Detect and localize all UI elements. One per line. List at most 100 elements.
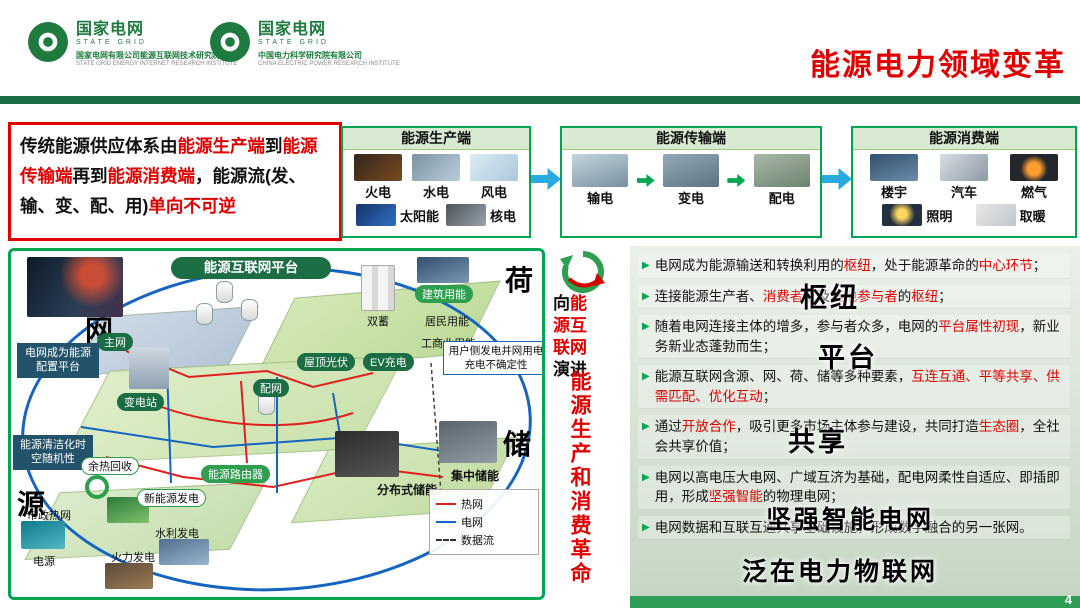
page-title: 能源电力领域变革 <box>810 49 1066 82</box>
bullet-item: ▶ 连接能源生产者、消费者以及其他参与者的枢纽； <box>638 284 1070 310</box>
flow-item-nuclear: 核电 <box>445 204 516 226</box>
flow-item-label: 变电 <box>677 191 704 206</box>
flow-item-label: 照明 <box>926 208 953 224</box>
state-grid-logo-icon <box>28 22 68 62</box>
flow-item-label: 汽车 <box>950 185 977 200</box>
platform-pill: 能源互联网平台 <box>171 257 331 279</box>
flow-item-lighting: 照明 <box>882 204 952 226</box>
keyword-overlay-ubiquitous-iot: 泛在电力物联网 <box>742 558 939 586</box>
legend-label: 数据流 <box>461 535 494 547</box>
data-flow-swatch <box>436 539 456 541</box>
substation-image <box>662 154 719 187</box>
corner-load: 荷 <box>505 265 534 296</box>
main-grid-label: 主网 <box>97 333 133 351</box>
flow-arrow-icon <box>822 168 852 190</box>
logo-text-block: 国家电网 STATE GRID 中国电力科学研究院有限公司 CHINA ELEC… <box>258 21 400 67</box>
logo-name-cn: 国家电网 <box>258 21 327 38</box>
keyword-overlay-hub: 枢纽 <box>800 283 860 313</box>
recycle-icon <box>85 475 109 499</box>
legend-row-data: 数据流 <box>436 532 532 548</box>
building-image <box>870 154 918 181</box>
distributed-storage-label: 分布式储能 <box>377 483 438 497</box>
transmission-lines-image <box>572 154 629 187</box>
flow-item-label: 楼宇 <box>880 185 907 200</box>
transmission-row: 输电 变电 配电 <box>568 154 814 207</box>
logo-cepri: 国家电网 STATE GRID 中国电力科学研究院有限公司 CHINA ELEC… <box>210 21 400 67</box>
bullet-item: ▶ 电网数据和互联互通共享基础设施，形成数字融合的另一张网。 <box>638 515 1070 541</box>
logo-org-en: CHINA ELECTRIC POWER RESEARCH INSTITUTE <box>258 60 400 67</box>
bullet-arrow-icon: ▶ <box>642 321 650 333</box>
flow-item-label: 水电 <box>422 185 449 200</box>
distribution-net-label: 配网 <box>253 379 289 397</box>
thermal-power-label: 火力发电 <box>111 552 155 564</box>
flow-box-title: 能源生产端 <box>343 128 529 150</box>
solar-power-image <box>355 204 396 226</box>
green-arrow-icon <box>636 174 655 187</box>
main-grid-photo <box>27 257 123 317</box>
production-row-2: 太阳能 核电 <box>349 204 523 226</box>
keyword-overlay-strong-grid: 坚强智能电网 <box>766 506 935 534</box>
database-cylinder-icon <box>216 281 233 303</box>
logo-sgeri: 国家电网 STATE GRID 国家电网有限公司能源互联网技术研究院 STATE… <box>28 21 237 67</box>
green-arrow-icon <box>727 174 746 187</box>
bullet-arrow-icon: ▶ <box>642 290 650 302</box>
new-energy-label: 新能源发电 <box>137 489 206 507</box>
logo-name-en: STATE GRID <box>76 38 147 46</box>
cycle-arrow-icon <box>560 251 605 293</box>
user-side-note: 用户侧发电并网用电充电不确定性 <box>443 341 542 376</box>
database-cylinder-icon <box>196 303 213 325</box>
bullet-text: 能源互联网含源、网、荷、储等多种要素，互连互通、平等共享、供需匹配、优化互动； <box>654 369 1060 404</box>
flow-item-label: 输电 <box>587 191 614 206</box>
legend-row-heat: 热网 <box>436 496 532 512</box>
building-photo <box>417 257 469 283</box>
thermal-power-image <box>354 154 402 181</box>
flow-item-label: 火电 <box>364 185 391 200</box>
keyword-overlay-platform: 平台 <box>818 343 878 373</box>
bullet-item: ▶ 通过开放合作，吸引更多市场主体参与建设，共同打造生态圈，全社会共享价值； <box>638 415 1070 460</box>
bullet-arrow-icon: ▶ <box>642 371 650 383</box>
corner-source: 源 <box>17 489 46 520</box>
grid-platform-label: 电网成为能源配置平台 <box>17 343 99 378</box>
flow-box-title: 能源传输端 <box>562 128 820 150</box>
legend-row-grid: 电网 <box>436 514 532 530</box>
consumption-row-1: 楼宇 汽车 燃气 <box>859 154 1069 201</box>
heat-line-swatch <box>436 503 456 505</box>
diagram-legend: 热网 电网 数据流 <box>429 489 539 555</box>
flow-item-label: 核电 <box>489 208 516 224</box>
energy-production-box: 能源生产端 火电 水电 风电 太阳能 <box>341 126 531 238</box>
bullet-text: 通过开放合作，吸引更多市场主体参与建设，共同打造生态圈，全社会共享价值； <box>654 419 1060 454</box>
wind-power-image <box>470 154 518 181</box>
rooftop-pv-label: 屋顶光伏 <box>297 353 355 371</box>
substation-photo <box>129 347 169 389</box>
flow-item-building: 楼宇 <box>870 154 918 201</box>
evolution-text: 向能源互联网演进 <box>553 294 587 380</box>
flow-item-label: 太阳能 <box>399 208 439 224</box>
bullet-item: ▶ 随着电网连接主体的增多，参与者众多，电网的平台属性初现，新业务新业态蓬勃而生… <box>638 315 1070 360</box>
bullet-item: ▶ 能源互联网含源、网、荷、储等多种要素，互连互通、平等共享、供需匹配、优化互动… <box>638 365 1070 410</box>
revolution-text: 能源生产和消费革命 <box>568 370 591 586</box>
clean-energy-note: 能源清洁化时空随机性 <box>13 435 93 470</box>
bullet-text: 电网以高电压大电网、广域互济为基础，配电网柔性自适应、即插即用，形成坚强智能的物… <box>654 469 1060 505</box>
bullet-arrow-icon: ▶ <box>642 260 650 271</box>
flow-arrow-icon <box>531 168 561 190</box>
nuclear-power-image <box>445 204 486 226</box>
flow-item-car: 汽车 <box>940 154 988 201</box>
bullet-arrow-icon: ▶ <box>642 521 650 533</box>
heating-image <box>975 204 1016 226</box>
production-row-1: 火电 水电 风电 <box>349 154 523 201</box>
energy-consumption-box: 能源消费端 楼宇 汽车 燃气 照明 <box>851 126 1077 238</box>
legend-label: 电网 <box>461 517 483 529</box>
logo-org-cn: 中国电力科学研究院有限公司 <box>258 50 362 60</box>
flow-item-thermal: 火电 <box>354 154 402 201</box>
hydro-photo <box>159 539 209 565</box>
logo-name-en: STATE GRID <box>258 38 329 46</box>
building-energy-label: 建筑用能 <box>415 285 473 303</box>
hydro-power-label: 水利发电 <box>155 528 199 540</box>
energy-router-label: 能源路由器 <box>201 465 270 483</box>
logo-name-cn: 国家电网 <box>76 21 145 38</box>
database-cylinder-icon <box>241 299 258 321</box>
bullet-arrow-icon: ▶ <box>642 471 650 483</box>
resident-energy-label: 居民用能 <box>425 316 469 328</box>
flow-item-transmission: 输电 <box>572 154 629 207</box>
